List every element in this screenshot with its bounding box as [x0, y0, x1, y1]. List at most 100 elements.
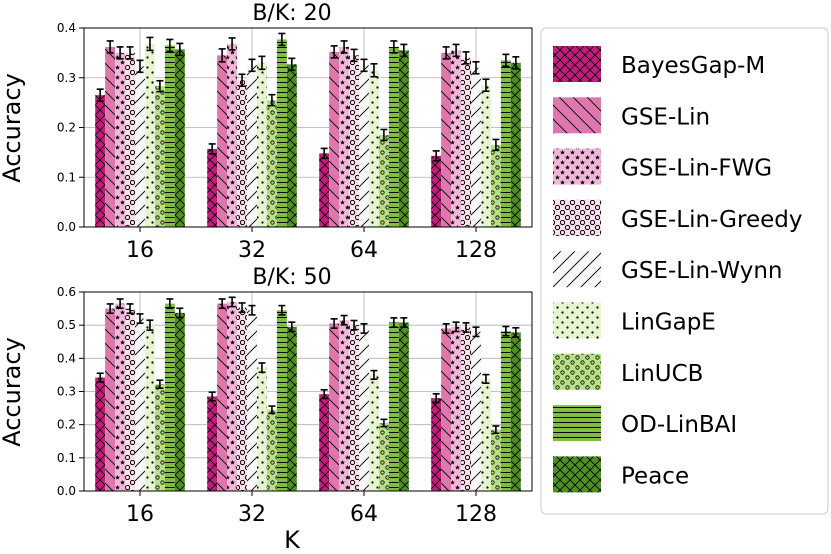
error-bar-od-linbai: [278, 304, 286, 316]
x-tick-label: 16: [126, 502, 154, 527]
legend-item-peace: Peace: [553, 456, 689, 493]
legend-label: GSE-Lin: [621, 104, 710, 130]
error-bar-gse-lin: [106, 40, 114, 54]
error-bar-bayesgap-m: [208, 143, 216, 155]
bar-gse-lin-wynn: [471, 331, 481, 491]
error-bar-gse-lin-fwg: [116, 46, 124, 60]
bar-od-linbai: [388, 322, 399, 491]
bar-gse-lin: [441, 328, 452, 491]
error-bar-gse-lin-greedy: [350, 48, 358, 63]
error-bar-linucb: [156, 379, 164, 389]
error-bar-gse-lin: [442, 323, 450, 334]
bar-bayesgap-m: [319, 153, 330, 227]
error-bar-peace: [176, 42, 184, 57]
bar-linucb: [378, 423, 389, 491]
bar-gse-lin-wynn: [359, 328, 369, 491]
error-bar-gse-lin-wynn: [472, 61, 480, 75]
bar-linucb: [490, 429, 501, 491]
legend-label: Peace: [621, 463, 689, 489]
bar-bayesgap-m: [431, 155, 442, 227]
legend-item-bayesgap-m: BayesGap-M: [553, 46, 765, 82]
y-axis-label-bottom: Accuracy: [0, 337, 26, 447]
bar-gse-lin: [329, 323, 340, 491]
error-bar-gse-lin-greedy: [126, 303, 134, 315]
bar-gse-lin-fwg: [227, 301, 238, 491]
bar-od-linbai: [500, 60, 511, 228]
bar-od-linbai: [164, 303, 175, 491]
error-bar-gse-lin-fwg: [340, 40, 348, 54]
bar-gse-lin-greedy: [237, 80, 248, 228]
error-bar-bayesgap-m: [432, 393, 440, 404]
error-bar-linucb: [156, 79, 164, 93]
error-bar-peace: [400, 43, 408, 58]
error-bar-lingape: [482, 78, 490, 92]
legend-item-gse-lin-fwg: GSE-Lin-FWG: [553, 148, 772, 185]
bar-gse-lin-wynn: [135, 318, 145, 491]
legend-swatch: [553, 199, 601, 236]
legend-swatch: [553, 97, 601, 134]
bar-gse-lin-greedy: [237, 307, 248, 491]
x-axis-label-bottom: K: [284, 526, 301, 554]
bar-gse-lin-wynn: [247, 65, 257, 227]
error-bar-linucb: [380, 418, 388, 428]
legend-swatch: [553, 302, 601, 339]
bar-od-linbai: [276, 39, 287, 227]
error-bar-gse-lin-fwg: [452, 43, 460, 58]
error-bar-peace: [400, 317, 408, 328]
error-bar-od-linbai: [502, 325, 510, 337]
error-bar-linucb: [268, 405, 276, 415]
error-bar-gse-lin: [330, 318, 338, 329]
legend-swatch: [553, 353, 601, 390]
bar-gse-lin-greedy: [461, 57, 472, 227]
bar-peace: [174, 49, 185, 227]
legend-item-gse-lin: GSE-Lin: [553, 97, 710, 134]
bar-lingape: [368, 374, 379, 491]
error-bar-gse-lin-wynn: [248, 304, 256, 316]
y-tick-label: 0.2: [57, 121, 76, 135]
bar-gse-lin-fwg: [115, 52, 126, 227]
x-tick-label: 64: [350, 502, 378, 527]
error-bar-gse-lin-wynn: [136, 59, 144, 74]
bar-bayesgap-m: [207, 148, 218, 227]
bar-bayesgap-m: [431, 398, 442, 491]
bar-gse-lin-fwg: [339, 46, 350, 227]
chart-title-bottom: B/K: 50: [252, 265, 331, 290]
bar-gse-lin: [105, 308, 116, 491]
bar-gse-lin-fwg: [339, 320, 350, 491]
bar-linucb: [378, 134, 389, 227]
bar-peace: [286, 64, 297, 227]
legend-item-gse-lin-greedy: GSE-Lin-Greedy: [553, 199, 802, 236]
y-tick-label: 0.1: [57, 451, 76, 465]
bar-gse-lin-greedy: [125, 308, 136, 491]
error-bar-lingape: [370, 63, 378, 78]
x-tick-label: 32: [238, 238, 266, 263]
error-bar-bayesgap-m: [96, 88, 104, 102]
y-tick-label: 0.1: [57, 170, 76, 184]
bar-od-linbai: [276, 310, 287, 491]
bar-gse-lin-wynn: [247, 310, 257, 491]
error-bar-gse-lin: [218, 298, 226, 310]
error-bar-od-linbai: [390, 317, 398, 328]
bar-gse-lin-greedy: [349, 325, 360, 491]
chart-panel-bottom: B/K: 50 Accuracy K 0.00.10.20.30.40.50.6…: [0, 265, 533, 554]
y-tick-label: 0.4: [57, 351, 76, 365]
bar-linucb: [154, 86, 165, 228]
bar-bayesgap-m: [207, 396, 218, 491]
legend-label: LinUCB: [621, 361, 703, 387]
error-bar-peace: [176, 307, 184, 319]
bar-bayesgap-m: [95, 95, 106, 227]
bar-lingape: [144, 325, 155, 491]
error-bar-lingape: [146, 319, 154, 331]
error-bar-lingape: [482, 373, 490, 385]
bar-gse-lin: [441, 52, 452, 227]
error-bar-lingape: [146, 36, 154, 52]
legend-label: GSE-Lin-Wynn: [621, 258, 783, 284]
x-tick-label: 64: [350, 238, 378, 263]
legend-label: GSE-Lin-FWG: [621, 156, 772, 182]
legend-item-linucb: LinUCB: [553, 353, 703, 390]
legend-item-gse-lin-wynn: GSE-Lin-Wynn: [553, 251, 783, 288]
legend-swatch: [553, 456, 601, 493]
error-bar-gse-lin-wynn: [472, 326, 480, 338]
